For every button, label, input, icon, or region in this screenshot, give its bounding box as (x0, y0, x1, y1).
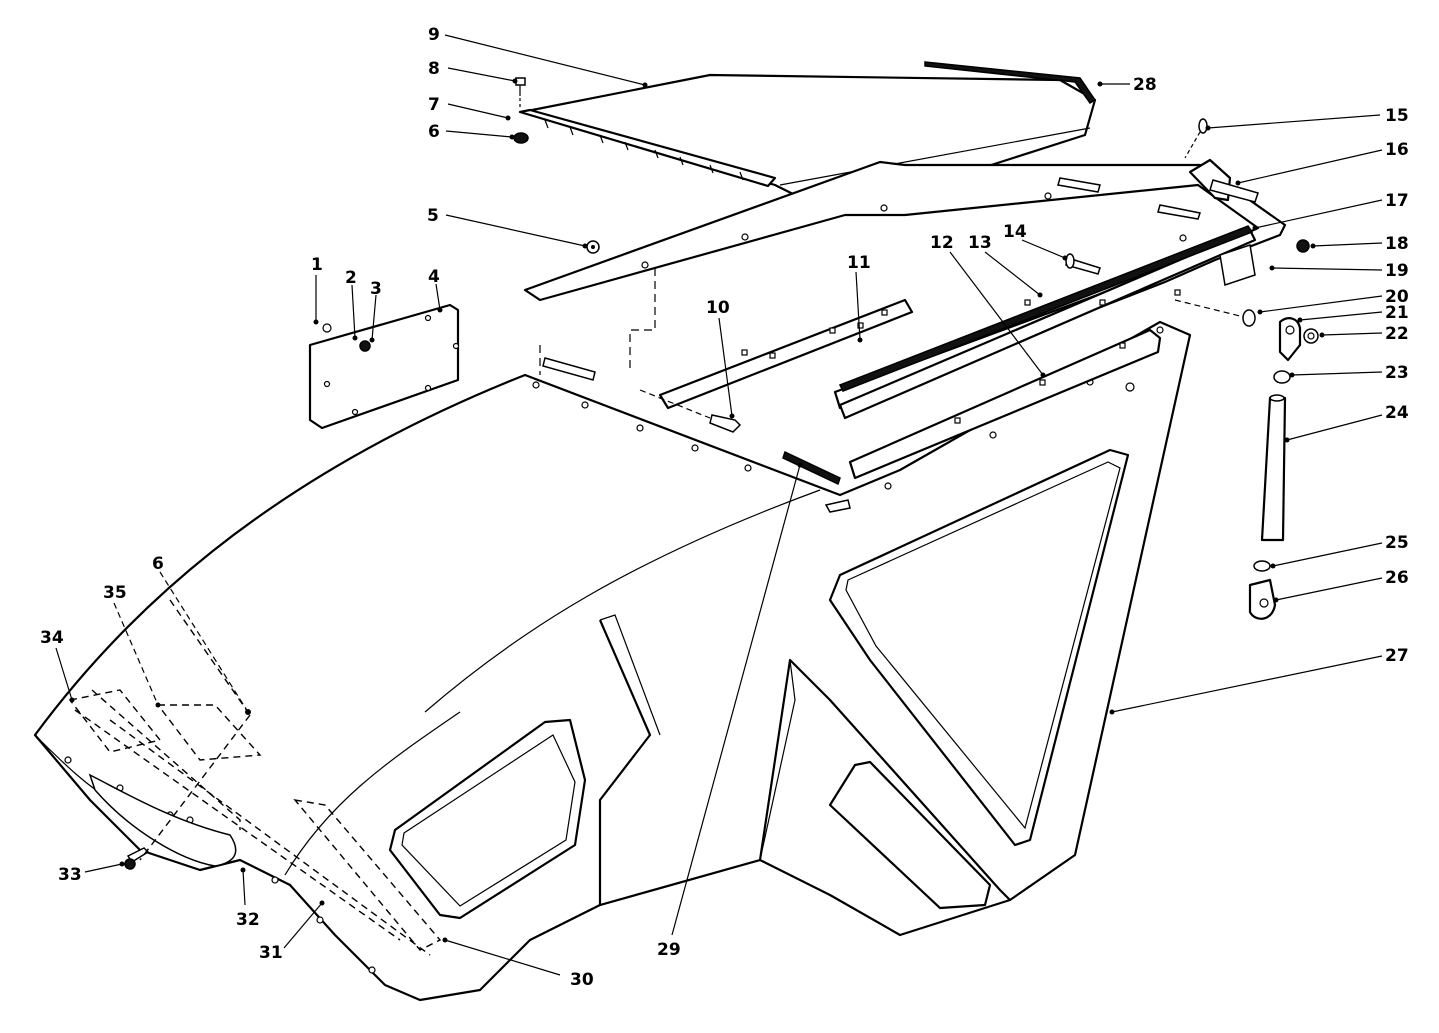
callout-1: 1 (311, 255, 323, 275)
callout-35: 35 (103, 583, 127, 603)
callout-23: 23 (1385, 363, 1409, 383)
end-bracket-19 (1219, 244, 1256, 286)
callout-3: 3 (370, 279, 382, 299)
callout-27: 27 (1385, 646, 1409, 666)
callout-15: 15 (1385, 106, 1409, 126)
cover-plate-assembly (308, 303, 460, 430)
callout-7: 7 (428, 95, 440, 115)
mounting-bar-12-13 (838, 228, 1257, 480)
lid-panel (520, 73, 1097, 217)
hardware (124, 77, 1319, 870)
cross-rod (542, 357, 596, 381)
callout-25: 25 (1385, 533, 1409, 553)
leader-lines (55, 34, 1383, 976)
support-rod-24 (1260, 396, 1287, 542)
hood-housing (33, 320, 1192, 1002)
hood-lower-window (828, 760, 992, 910)
callout-6-lower: 6 (152, 554, 164, 574)
hood-left-window (388, 718, 587, 920)
callout-30: 30 (570, 970, 594, 990)
bracket-30 (293, 798, 442, 951)
cotter-pin-15 (1198, 118, 1208, 134)
callout-16: 16 (1385, 140, 1409, 160)
hood-front-opening (88, 773, 237, 867)
callout-9: 9 (428, 25, 440, 45)
callout-22: 22 (1385, 324, 1409, 344)
callout-34: 34 (40, 628, 64, 648)
callout-32: 32 (236, 910, 260, 930)
callout-4: 4 (428, 267, 440, 287)
callout-33: 33 (58, 865, 82, 885)
screw-1 (322, 323, 332, 333)
callout-19: 19 (1385, 261, 1409, 281)
clevis-pin-10 (709, 414, 742, 433)
nut-6 (513, 132, 529, 144)
callout-20: 20 (1385, 287, 1409, 307)
seal-strip-17 (838, 225, 1254, 392)
callout-21: 21 (1385, 303, 1409, 323)
hidden-parts (68, 599, 442, 956)
callout-6: 6 (428, 122, 440, 142)
callout-18: 18 (1385, 234, 1409, 254)
callout-17: 17 (1385, 191, 1409, 211)
rod-end-21 (1278, 317, 1302, 362)
callout-31: 31 (259, 943, 283, 963)
washer-20 (1242, 309, 1256, 327)
seal-strip-29 (782, 450, 841, 486)
nut-18 (1296, 239, 1310, 253)
hinge-knuckles (544, 119, 744, 181)
callout-labels: 1 2 3 4 5 6 6 7 8 9 10 11 12 13 14 15 16… (40, 25, 1409, 990)
callout-24: 24 (1385, 403, 1409, 423)
callout-26: 26 (1385, 568, 1409, 588)
nut-25 (1253, 560, 1271, 572)
mounting-bar-11 (658, 298, 914, 410)
callout-11: 11 (847, 253, 871, 273)
callout-29: 29 (657, 940, 681, 960)
callout-13: 13 (968, 233, 992, 253)
callout-8: 8 (428, 59, 440, 79)
plate-35 (156, 704, 262, 761)
cover-plate (308, 303, 460, 430)
callout-14: 14 (1003, 222, 1027, 242)
lid-seal-strip (924, 61, 1097, 104)
callout-2: 2 (345, 268, 357, 288)
lid-assembly (518, 61, 1097, 217)
callout-28: 28 (1133, 75, 1157, 95)
nut-23 (1273, 370, 1291, 384)
hood-triangle-window (828, 448, 1130, 847)
callout-10: 10 (706, 298, 730, 318)
callout-12: 12 (930, 233, 954, 253)
callout-5: 5 (427, 206, 439, 226)
washer-3 (359, 340, 371, 352)
